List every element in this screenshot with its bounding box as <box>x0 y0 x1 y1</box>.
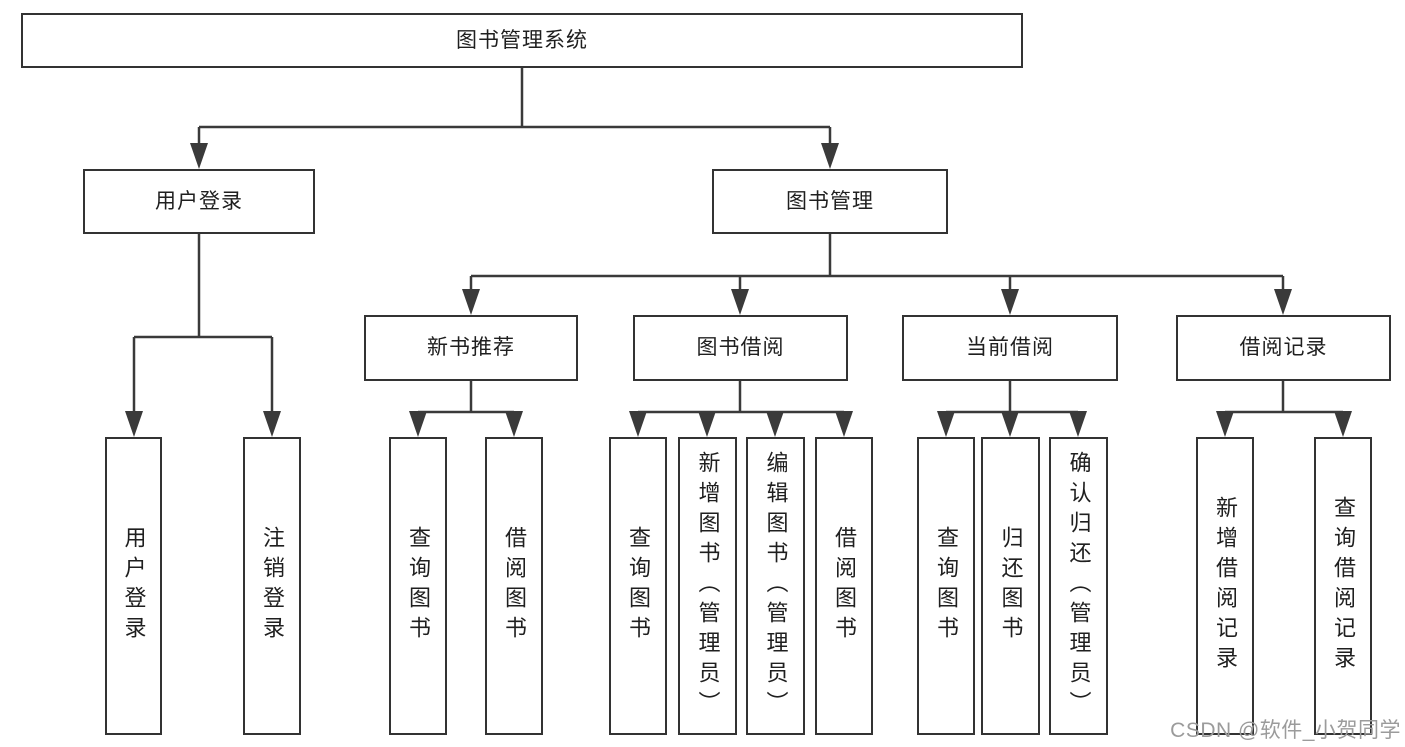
node-borrow-add-book-admin: 新增图书（管理员） <box>678 437 737 735</box>
node-book-management: 图书管理 <box>712 169 948 234</box>
node-current-query-book: 查询图书 <box>917 437 975 735</box>
node-current-return-book: 归还图书 <box>981 437 1040 735</box>
node-borrow-records: 借阅记录 <box>1176 315 1391 381</box>
node-user-login: 用户登录 <box>83 169 315 234</box>
arrowhead-icon <box>731 289 749 315</box>
node-login-action: 用户登录 <box>105 437 162 735</box>
arrowhead-icon <box>835 411 853 437</box>
node-current-confirm-return-admin: 确认归还（管理员） <box>1049 437 1108 735</box>
arrowhead-icon <box>821 143 839 169</box>
node-logout-action: 注销登录 <box>243 437 301 735</box>
arrowhead-icon <box>190 143 208 169</box>
arrowhead-icon <box>629 411 647 437</box>
arrowhead-icon <box>409 411 427 437</box>
arrowhead-icon <box>125 411 143 437</box>
arrowhead-icon <box>1069 411 1087 437</box>
arrowhead-icon <box>505 411 523 437</box>
arrowhead-icon <box>698 411 716 437</box>
node-book-borrow: 图书借阅 <box>633 315 848 381</box>
node-recommend-borrow-book: 借阅图书 <box>485 437 543 735</box>
arrowhead-icon <box>1216 411 1234 437</box>
node-records-add-record: 新增借阅记录 <box>1196 437 1254 735</box>
arrowhead-icon <box>462 289 480 315</box>
arrowhead-icon <box>937 411 955 437</box>
arrowhead-icon <box>1334 411 1352 437</box>
arrowhead-icon <box>1274 289 1292 315</box>
node-borrow-query-book: 查询图书 <box>609 437 667 735</box>
node-recommend-query-book: 查询图书 <box>389 437 447 735</box>
node-borrow-edit-book-admin: 编辑图书（管理员） <box>746 437 805 735</box>
arrowhead-icon <box>766 411 784 437</box>
arrowhead-icon <box>1001 411 1019 437</box>
watermark: CSDN @软件_小贺同学 <box>1170 719 1401 742</box>
arrowhead-icon <box>1001 289 1019 315</box>
node-borrow-borrow-book: 借阅图书 <box>815 437 873 735</box>
node-new-book-recommend: 新书推荐 <box>364 315 578 381</box>
node-library-system: 图书管理系统 <box>21 13 1023 68</box>
node-records-query-record: 查询借阅记录 <box>1314 437 1372 735</box>
arrowhead-icon <box>263 411 281 437</box>
node-current-borrow: 当前借阅 <box>902 315 1118 381</box>
